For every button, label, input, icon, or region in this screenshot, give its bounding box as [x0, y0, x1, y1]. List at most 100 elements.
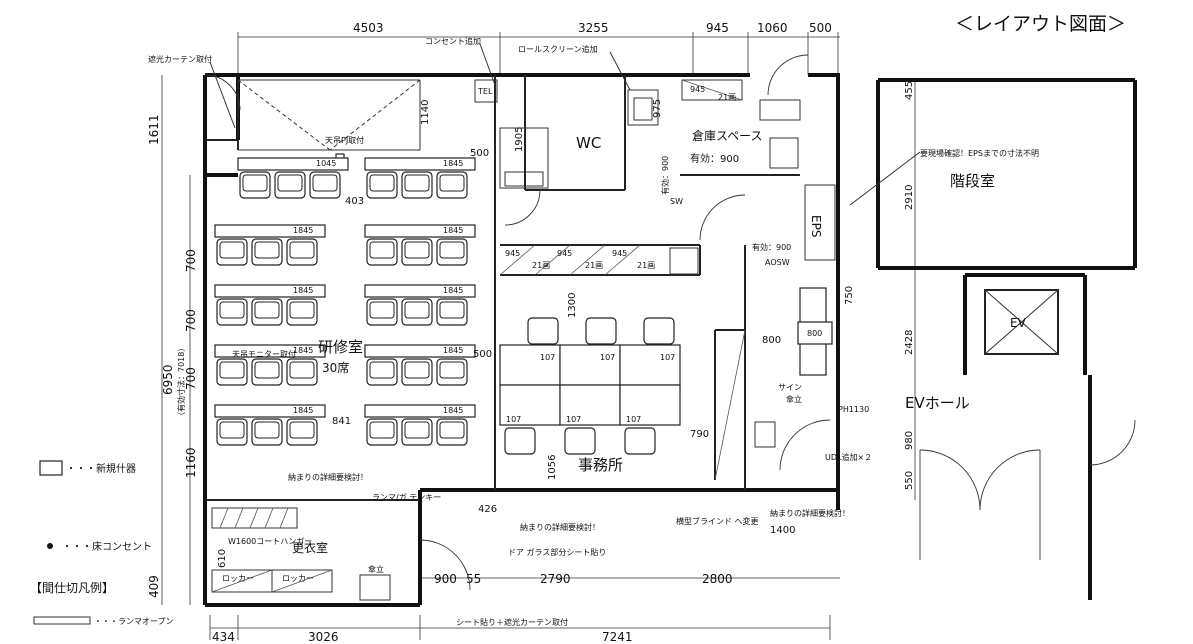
desk [214, 404, 326, 418]
chair [251, 238, 283, 266]
office-chair [527, 317, 559, 345]
shelf-label-6: 21画 [637, 261, 655, 270]
office-label: 事務所 [578, 456, 623, 474]
outer-walls [203, 73, 1137, 607]
dim-bottom-1: 434 [212, 630, 235, 644]
desk [364, 284, 476, 298]
office-desk [559, 344, 621, 386]
note-sheet-curtain: シート貼り＋遮光カーテン取付 [456, 617, 568, 627]
annotations: 遮光カーテン取付 コンセント追加 ロールスクリーン追加 天吊PJ取付 天吊モニタ… [148, 36, 1039, 627]
note-outlet: コンセント追加 [425, 36, 481, 46]
dim-left-total-note: （有効寸法：7018） [176, 344, 186, 420]
dim-mb-2: 55 [466, 572, 481, 586]
office-chair [643, 317, 675, 345]
office-desk [619, 384, 681, 426]
dim-right-1: 455 [904, 81, 915, 100]
chair [366, 358, 398, 386]
storage-label: 倉庫スペース [692, 128, 763, 143]
desk-label: 1845 [293, 346, 313, 355]
chair [401, 238, 433, 266]
dim-bottom-3: 7241 [602, 630, 633, 644]
legend-floor-outlet-icon [47, 543, 53, 549]
office-desk-label: 107 [626, 415, 641, 424]
chair [366, 238, 398, 266]
note-blind: 横型ブラインド へ変更 [676, 516, 759, 526]
note-975: 975 [652, 99, 663, 118]
dimension-left: 1611 700 700 700 1160 409 6950 （有効寸法：701… [147, 75, 198, 605]
office-desk [499, 384, 561, 426]
desk-label: 1845 [293, 406, 313, 415]
desk-label: 1845 [443, 159, 463, 168]
office-desk-label: 107 [506, 415, 521, 424]
shelf-label-1: 945 [505, 249, 520, 258]
chair [366, 418, 398, 446]
chair [436, 418, 468, 446]
note-500b: 500 [473, 349, 492, 360]
cabinet-800 [797, 321, 833, 345]
dim-left-total: 6950 [161, 364, 175, 395]
chair-seat [219, 421, 245, 439]
chair-seat [254, 421, 280, 439]
chair-seat [219, 241, 245, 259]
dim-top-2: 3255 [578, 21, 609, 35]
chair [216, 298, 248, 326]
chair [286, 238, 318, 266]
note-500a: 500 [470, 148, 489, 159]
note-1140: 1140 [420, 100, 431, 125]
note-610: 610 [217, 549, 228, 568]
dim-left-6: 409 [147, 575, 161, 598]
elevator: EV [984, 289, 1059, 355]
note-curtain: 遮光カーテン取付 [148, 54, 212, 64]
note-detail-2: 納まりの詳細要検討！ [520, 522, 600, 532]
note-ranma: ランマ/ガ テンキー [372, 492, 441, 502]
dim-left-4: 700 [184, 367, 198, 390]
note-790: 790 [690, 429, 709, 440]
chair-seat [439, 241, 465, 259]
office-chair [564, 427, 596, 455]
office-chair [585, 317, 617, 345]
chair-seat [277, 174, 303, 192]
dim-left-3: 700 [184, 309, 198, 332]
locker-label-2: ロッカー [282, 574, 314, 583]
chair-seat [289, 361, 315, 379]
eps-label: EPS [809, 215, 823, 237]
storage-shelf-21: 21画 [718, 93, 736, 102]
chair [286, 358, 318, 386]
locker-room: 更衣室 W1600コートハンガー ロッカー ロッカー 傘立 [211, 507, 391, 601]
dim-left-1: 1611 [147, 114, 161, 145]
note-1400: 1400 [770, 525, 795, 536]
chair-seat [439, 301, 465, 319]
dimension-mid-bottom: 900 55 2790 2800 [420, 572, 840, 586]
chair-seat [404, 301, 430, 319]
shelf-label-3: 945 [557, 249, 572, 258]
office-desk-label: 107 [660, 353, 675, 362]
dim-bottom-2: 3026 [308, 630, 339, 644]
ev-hall-label: EVホール [905, 394, 970, 412]
dim-right-3: 2428 [904, 330, 915, 355]
dim-mb-4: 2800 [702, 572, 733, 586]
note-projector: 天吊PJ取付 [325, 135, 364, 145]
desk [364, 224, 476, 238]
desk [364, 344, 476, 358]
desk [364, 404, 476, 418]
note-800: 800 [762, 335, 781, 346]
chair [251, 298, 283, 326]
legend: ・・・新規什器 ・・・床コンセント 【間仕切凡例】 ・・・ランマオープン [30, 460, 174, 626]
office-room: 945 21画 945 21画 945 21画 事務所 [499, 244, 746, 490]
chair-seat [254, 361, 280, 379]
note-sign: サイン [778, 383, 802, 392]
chair-seat [439, 174, 465, 192]
office-desk-label: 107 [566, 415, 581, 424]
aosw-label: AOSW [765, 258, 790, 267]
dim-left-5: 1160 [184, 447, 198, 478]
note-roll-screen: ロールスクリーン追加 [518, 44, 598, 54]
kasa-label: 傘立 [368, 564, 384, 574]
note-udl: UDL追加×２ [825, 452, 872, 462]
note-wc-eff: 有効：900 [660, 156, 670, 195]
chair-seat [312, 174, 338, 192]
note-sw: SW [670, 197, 683, 206]
note-detail-1: 納まりの詳細要検討！ [288, 472, 368, 482]
desk-label: 1845 [443, 406, 463, 415]
desk [237, 157, 349, 171]
